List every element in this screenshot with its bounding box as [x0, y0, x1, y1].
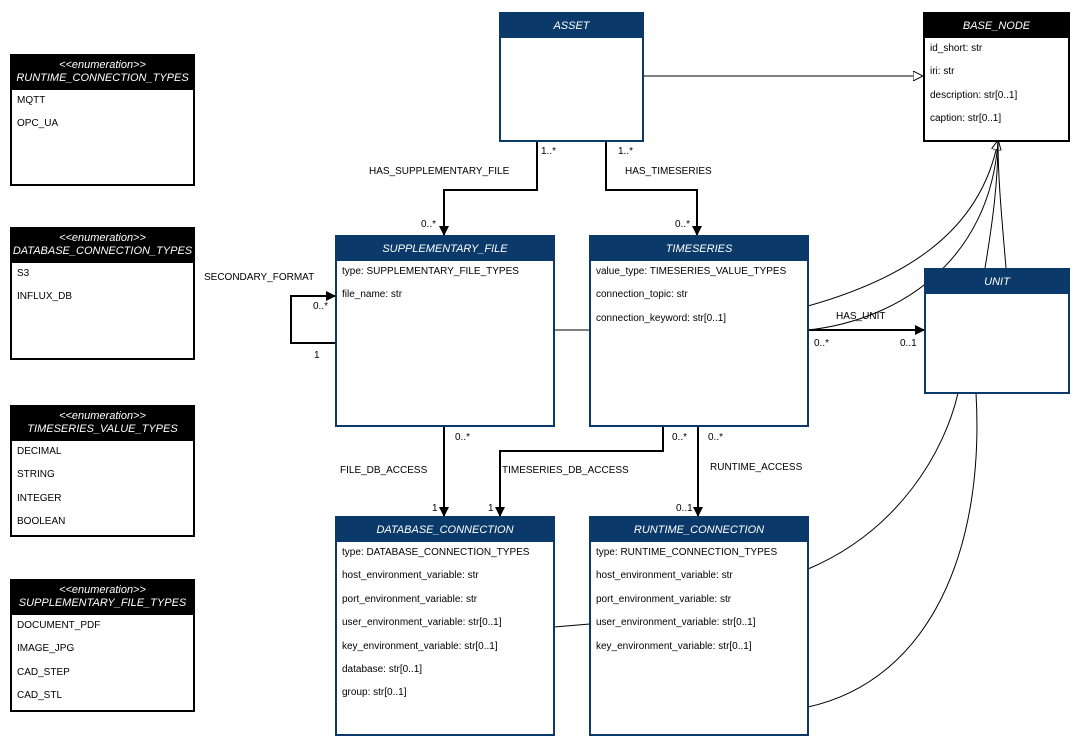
has-unit-label: HAS_UNIT — [836, 311, 886, 322]
inherit-runtime-connection-unit — [807, 392, 959, 570]
attribute: database: str[0..1] — [342, 663, 423, 675]
attribute: connection_keyword: str[0..1] — [596, 312, 727, 324]
attribute: caption: str[0..1] — [930, 113, 1002, 125]
inherit-database-connection-unit — [807, 392, 978, 708]
class-runtime-connection-name: RUNTIME_CONNECTION — [591, 518, 807, 542]
attribute: type: RUNTIME_CONNECTION_TYPES — [596, 547, 778, 558]
attribute: value_type: TIMESERIES_VALUE_TYPES — [596, 266, 787, 277]
timeseries-db-access-target-mult: 1 — [488, 503, 494, 514]
class-runtime-connection[interactable]: RUNTIME_CONNECTION type: RUNTIME_CONNECT… — [589, 516, 809, 736]
attribute: user_environment_variable: str[0..1] — [342, 617, 502, 629]
has-unit-target-mult: 0..1 — [900, 338, 917, 349]
has-timeseries-label: HAS_TIMESERIES — [625, 166, 712, 177]
attribute: type: DATABASE_CONNECTION_TYPES — [342, 547, 530, 558]
timeseries-db-access-source-mult: 0..* — [672, 432, 688, 443]
enum-stereotype: <<enumeration>> — [59, 584, 146, 596]
enum-value: INTEGER — [17, 492, 62, 504]
class-asset[interactable]: ASSET — [499, 12, 644, 142]
file-db-access-source-mult: 0..* — [455, 432, 471, 443]
attribute: id_short: str — [930, 43, 983, 54]
enum-value: CAD_STL — [17, 690, 63, 702]
has-unit-source-mult: 0..* — [814, 338, 830, 349]
assoc-secondary-format — [290, 291, 336, 344]
enum-name: DATABASE_CONNECTION_TYPES — [12, 245, 193, 257]
enum-value: MQTT — [17, 95, 46, 106]
enum-stereotype: <<enumeration>> — [59, 410, 146, 422]
class-database-connection-name: DATABASE_CONNECTION — [337, 518, 553, 542]
attribute: description: str[0..1] — [930, 89, 1018, 101]
enum-value: OPC_UA — [17, 118, 59, 130]
class-base-node[interactable]: BASE_NODE id_short: str iri: str descrip… — [923, 12, 1070, 142]
inherit-timeseries-base-node — [807, 141, 998, 307]
runtime-access-target-mult: 0..1 — [676, 503, 693, 514]
class-supplementary-file-name: SUPPLEMENTARY_FILE — [337, 237, 553, 261]
secondary-format-target-mult: 1 — [314, 350, 320, 361]
inherit-unit-base-node-2 — [997, 140, 1007, 269]
secondary-format-label: SECONDARY_FORMAT — [204, 272, 315, 283]
timeseries-db-access-label: TIMESERIES_DB_ACCESS — [502, 465, 629, 476]
enum-header: <<enumeration>> TIMESERIES_VALUE_TYPES — [12, 407, 193, 441]
attribute: group: str[0..1] — [342, 687, 407, 699]
attribute: key_environment_variable: str[0..1] — [596, 640, 752, 652]
enum-stereotype: <<enumeration>> — [59, 232, 146, 244]
enum-name: SUPPLEMENTARY_FILE_TYPES — [18, 597, 187, 609]
enum-value: BOOLEAN — [17, 516, 66, 528]
assoc-has-supplementary-file — [439, 141, 538, 236]
enum-header: <<enumeration>> DATABASE_CONNECTION_TYPE… — [12, 229, 193, 263]
class-unit-name: UNIT — [926, 270, 1068, 294]
class-unit[interactable]: UNIT — [924, 268, 1070, 394]
has-timeseries-target-mult: 0..* — [675, 219, 691, 230]
enum-value: INFLUX_DB — [17, 291, 73, 303]
runtime-access-source-mult: 0..* — [708, 432, 724, 443]
attribute: host_environment_variable: str — [342, 570, 479, 582]
enum-stereotype: <<enumeration>> — [59, 59, 146, 71]
has-supplementary-file-source-mult: 1..* — [541, 146, 557, 157]
runtime-access-label: RUNTIME_ACCESS — [710, 462, 803, 473]
file-db-access-target-mult: 1 — [432, 503, 438, 514]
enum-timeseries-value-types[interactable]: <<enumeration>> TIMESERIES_VALUE_TYPES D… — [10, 405, 195, 537]
enum-value: DOCUMENT_PDF — [17, 620, 101, 631]
enum-value: IMAGE_JPG — [17, 643, 75, 655]
enum-value: DECIMAL — [17, 446, 62, 457]
attribute: connection_topic: str — [596, 289, 688, 301]
enum-value: S3 — [17, 268, 30, 279]
attribute: host_environment_variable: str — [596, 570, 733, 582]
enum-header: <<enumeration>> SUPPLEMENTARY_FILE_TYPES — [12, 581, 193, 615]
class-timeseries-name: TIMESERIES — [591, 237, 807, 261]
attribute: port_environment_variable: str — [342, 593, 478, 605]
attribute: user_environment_variable: str[0..1] — [596, 617, 756, 629]
attribute: type: SUPPLEMENTARY_FILE_TYPES — [342, 266, 519, 277]
class-supplementary-file[interactable]: SUPPLEMENTARY_FILE type: SUPPLEMENTARY_F… — [335, 235, 555, 427]
enum-supplementary-file-types[interactable]: <<enumeration>> SUPPLEMENTARY_FILE_TYPES… — [10, 579, 195, 712]
secondary-format-source-mult: 0..* — [313, 301, 329, 312]
attribute: file_name: str — [342, 289, 403, 301]
enum-header: <<enumeration>> RUNTIME_CONNECTION_TYPES — [12, 56, 193, 90]
has-supplementary-file-target-mult: 0..* — [421, 219, 437, 230]
enum-database-connection-types[interactable]: <<enumeration>> DATABASE_CONNECTION_TYPE… — [10, 227, 195, 360]
class-base-node-name: BASE_NODE — [925, 14, 1068, 38]
enum-name: RUNTIME_CONNECTION_TYPES — [16, 72, 189, 84]
database-connection-runtime-link — [553, 623, 591, 628]
enum-name: TIMESERIES_VALUE_TYPES — [27, 423, 178, 435]
enum-value: STRING — [17, 469, 55, 481]
file-db-access-label: FILE_DB_ACCESS — [340, 465, 428, 476]
class-asset-name: ASSET — [501, 14, 642, 38]
has-supplementary-file-label: HAS_SUPPLEMENTARY_FILE — [369, 166, 510, 177]
assoc-has-timeseries — [605, 141, 702, 236]
has-timeseries-source-mult: 1..* — [618, 146, 634, 157]
enum-value: CAD_STEP — [17, 666, 70, 678]
enum-runtime-connection-types[interactable]: <<enumeration>> RUNTIME_CONNECTION_TYPES… — [10, 54, 195, 186]
attribute: key_environment_variable: str[0..1] — [342, 640, 498, 652]
attribute: port_environment_variable: str — [596, 593, 732, 605]
assoc-timeseries-db-access — [495, 426, 664, 517]
attribute: iri: str — [930, 66, 955, 78]
class-timeseries[interactable]: TIMESERIES value_type: TIMESERIES_VALUE_… — [589, 235, 809, 427]
class-database-connection[interactable]: DATABASE_CONNECTION type: DATABASE_CONNE… — [335, 516, 555, 736]
